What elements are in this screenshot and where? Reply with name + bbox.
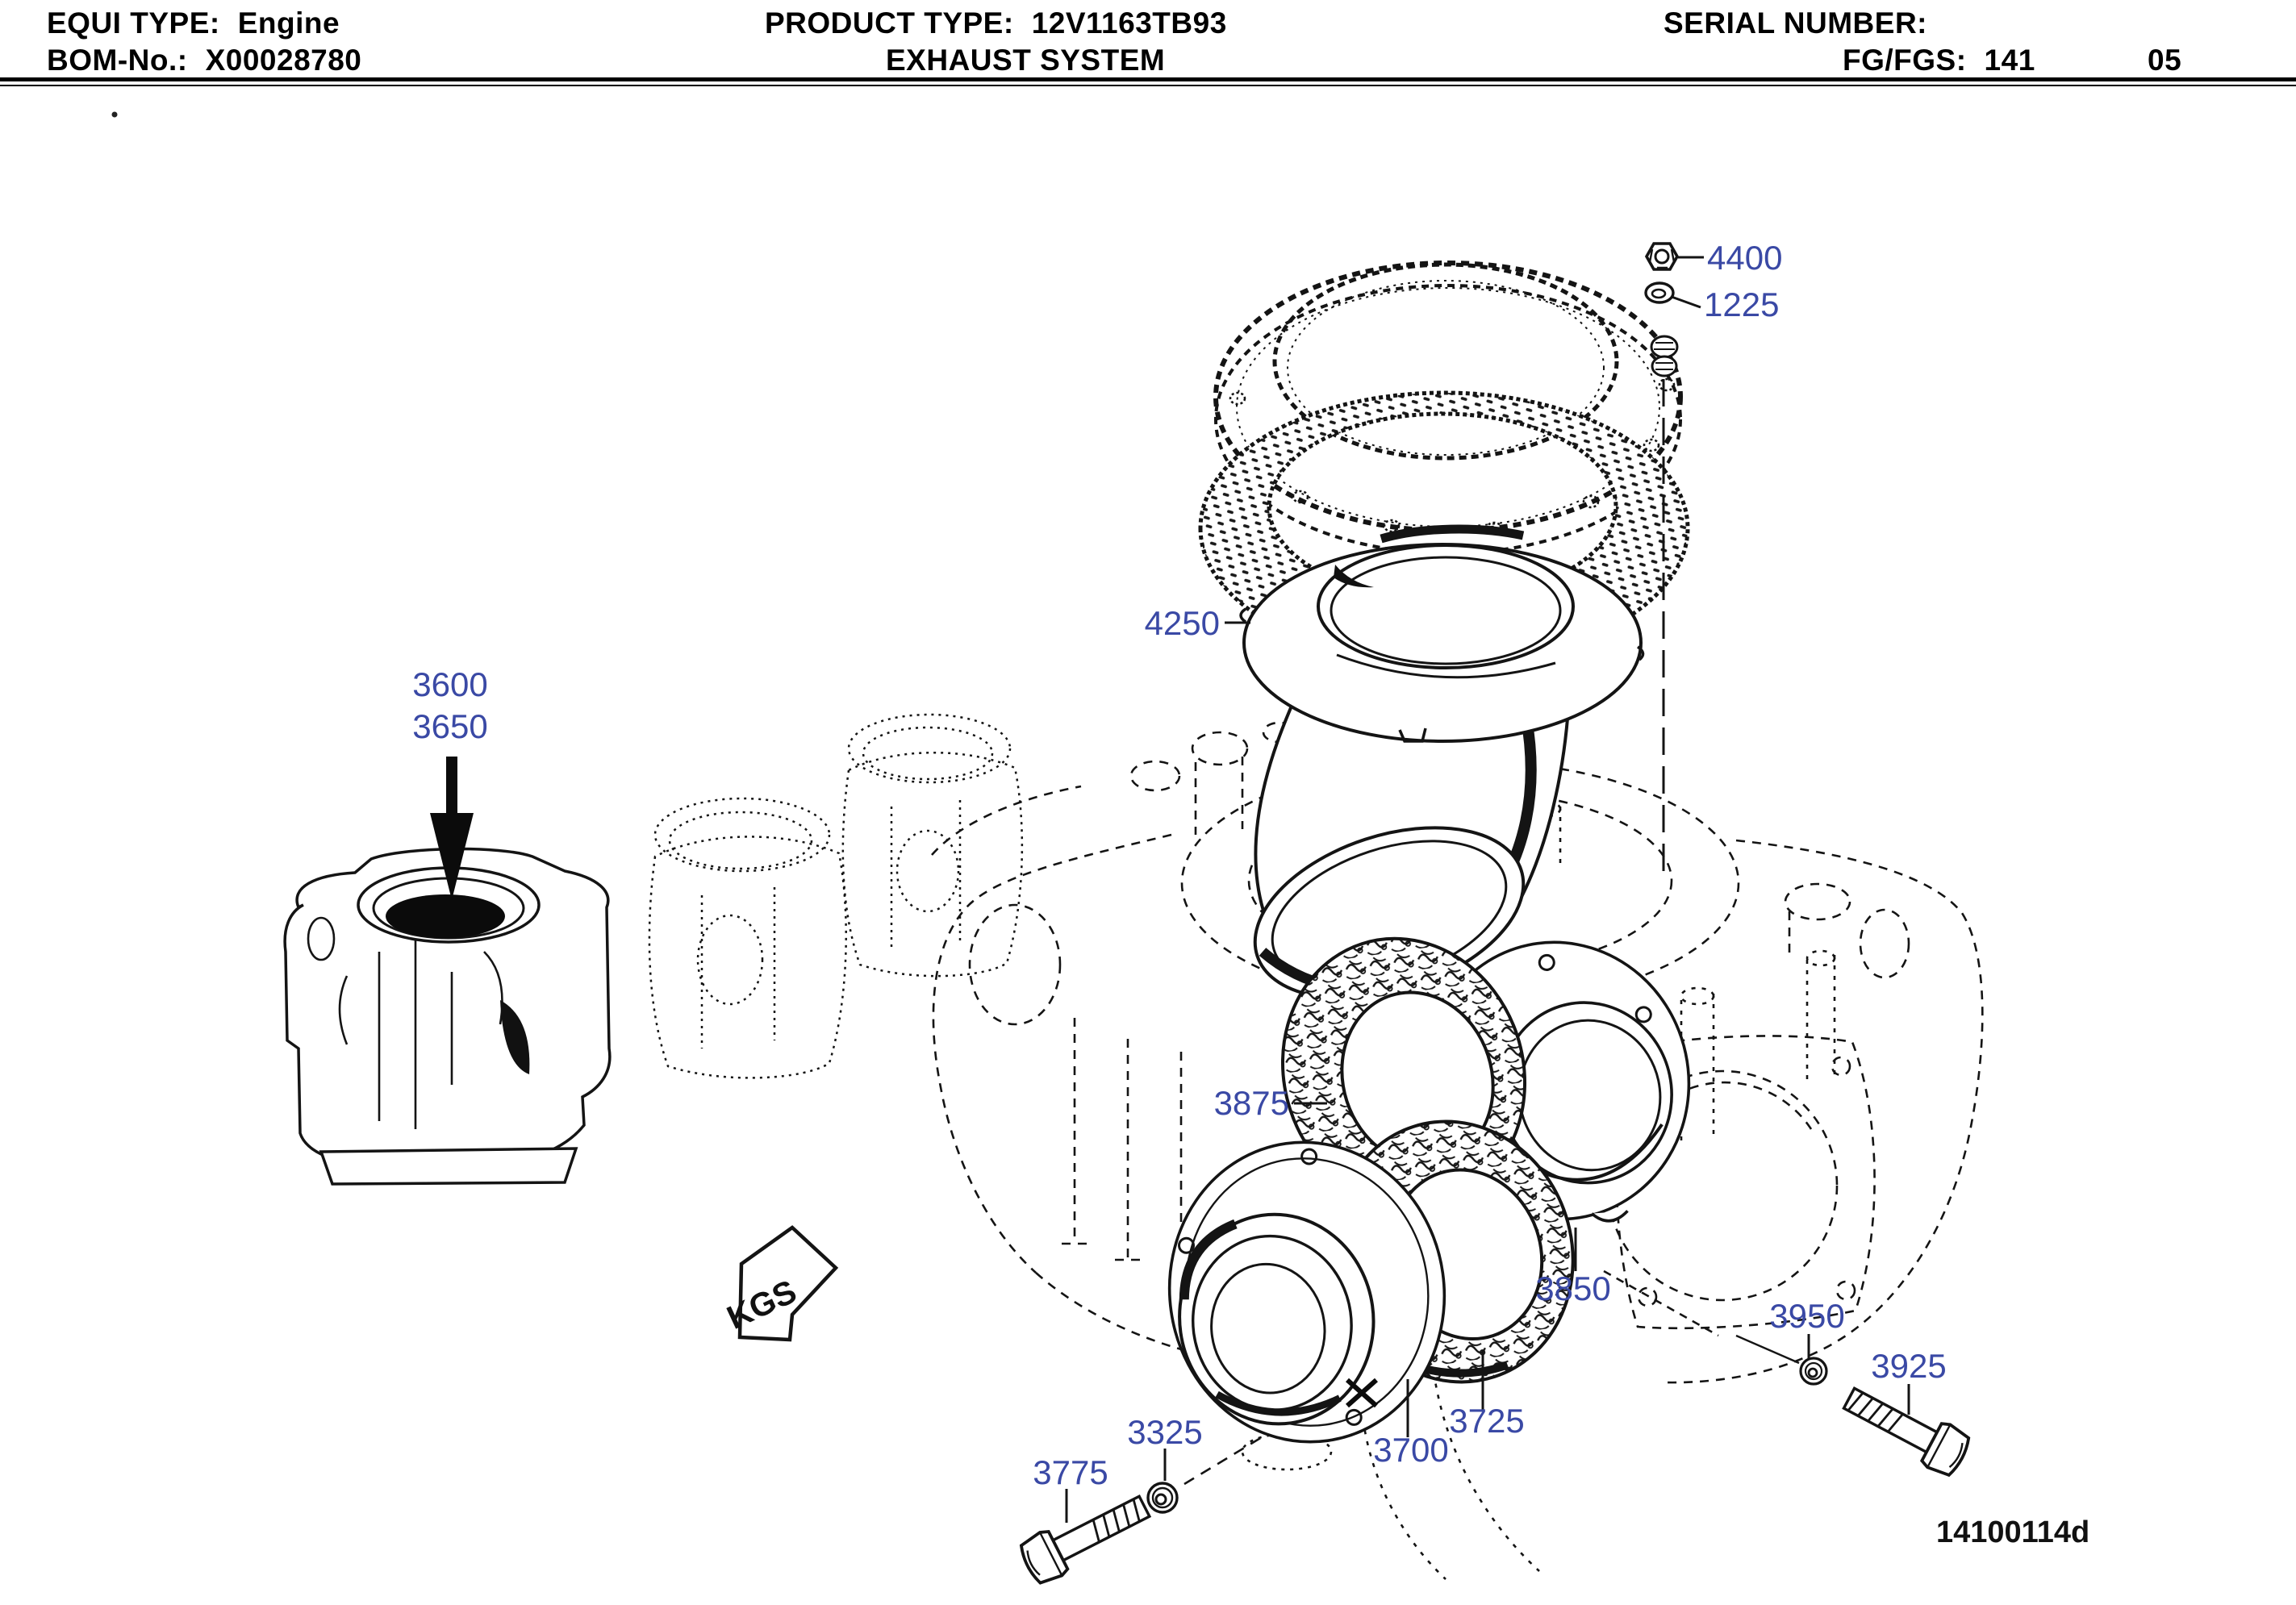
product-type: PRODUCT TYPE: 12V1163TB93 (765, 6, 1227, 40)
washer-icon-3950 (1799, 1357, 1828, 1386)
part-label-3850: 3850 (1535, 1269, 1610, 1307)
part-pointer-arrow-3600 (430, 757, 474, 900)
turbocharger-housing-drawing (283, 847, 612, 1186)
hex-nut-icon (1644, 242, 1680, 271)
equi-type-value: Engine (237, 6, 340, 40)
part-number-labels: 4400 1225 4250 3600 3650 3875 3850 3950 … (412, 239, 1946, 1491)
header-rule-thick (0, 77, 2296, 81)
bom-number: BOM-No.: X00028780 (47, 44, 361, 77)
fg-value: 141 (1984, 44, 2035, 77)
serial-number-label: SERIAL NUMBER: (1664, 6, 1927, 40)
stud-centerline (1650, 335, 1679, 882)
washer-icon-1225 (1644, 281, 1675, 304)
part-label-3725: 3725 (1449, 1402, 1524, 1440)
housing-bore-opening (386, 894, 505, 938)
product-type-value: 12V1163TB93 (1031, 6, 1227, 40)
part-label-3775: 3775 (1033, 1453, 1108, 1491)
leader-line-3950-from-block (1735, 1334, 1800, 1365)
part-label-3600: 3600 (412, 665, 487, 703)
ghost-housing-drawings (648, 713, 1024, 1079)
part-label-3700: 3700 (1373, 1431, 1448, 1469)
scan-artifact-dot (111, 111, 118, 118)
mount-point-x-mark (1346, 1378, 1378, 1408)
bolt-icon-3775 (1019, 1494, 1152, 1585)
washer-icon-3325 (1146, 1482, 1179, 1514)
part-label-3950: 3950 (1769, 1297, 1844, 1335)
bom-value: X00028780 (205, 44, 362, 77)
serial-number: SERIAL NUMBER: (1664, 6, 1945, 40)
part-label-3325: 3325 (1127, 1413, 1202, 1451)
part-label-1225: 1225 (1704, 286, 1779, 323)
header-rule-thin (0, 85, 2296, 86)
fg-label: FG/FGS: (1843, 44, 1967, 77)
part-label-4250: 4250 (1145, 604, 1220, 642)
sheet-number: 05 (2148, 44, 2182, 77)
bom-label: BOM-No.: (47, 44, 188, 77)
engine-block-outline (931, 695, 1984, 1580)
part-label-4400: 4400 (1707, 239, 1782, 277)
part-label-3875: 3875 (1214, 1084, 1289, 1122)
kgs-flow-arrow: KGS (721, 1225, 839, 1342)
funnel-top-shadow (1380, 524, 1525, 544)
part-label-3925: 3925 (1871, 1347, 1946, 1385)
fg-fgs: FG/FGS: 141 (1843, 44, 2035, 77)
part-label-3650: 3650 (412, 707, 487, 745)
outlet-funnel-drawing (1239, 524, 1645, 743)
equi-type: EQUI TYPE: Engine (47, 6, 340, 40)
product-type-label: PRODUCT TYPE: (765, 6, 1014, 40)
bolt-icon-3925 (1842, 1386, 1971, 1478)
leader-1225 (1671, 295, 1701, 309)
page-title: EXHAUST SYSTEM (886, 44, 1166, 77)
flange-3700-drawing (1167, 1140, 1446, 1444)
leader-lines (1065, 256, 1910, 1523)
drawing-number: 14100114d (1936, 1515, 2089, 1549)
equi-type-label: EQUI TYPE: (47, 6, 220, 40)
